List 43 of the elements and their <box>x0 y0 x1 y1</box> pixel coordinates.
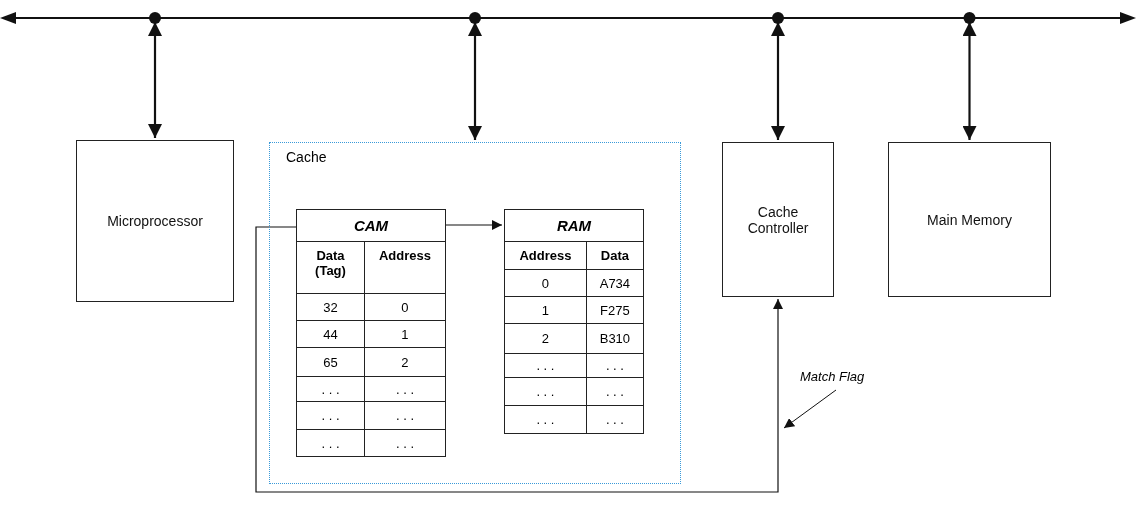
table-cell: . . . <box>296 401 365 430</box>
table-cell: 1 <box>364 320 446 348</box>
arrow <box>771 22 785 140</box>
table-cell: . . . <box>504 353 587 378</box>
arrow <box>148 22 162 138</box>
table-cell: 2 <box>504 323 587 354</box>
table-cell: 0 <box>364 293 446 321</box>
table-cell: 44 <box>296 320 365 348</box>
column-header: Address <box>364 241 446 294</box>
column-header: Address <box>504 241 587 270</box>
table-cell: . . . <box>586 377 644 406</box>
table-cell: . . . <box>364 401 446 430</box>
table-title: CAM <box>296 209 446 241</box>
group-frame <box>269 142 681 484</box>
table-cell: 2 <box>364 347 446 377</box>
table-title: RAM <box>504 209 644 241</box>
table-cell: F275 <box>586 296 644 324</box>
process-box: Main Memory <box>888 142 1051 297</box>
process-box: Microprocessor <box>76 140 234 302</box>
table-cell: 1 <box>504 296 587 324</box>
arrow <box>468 22 482 140</box>
table-cell: . . . <box>296 429 365 457</box>
table-cell: . . . <box>364 376 446 402</box>
table-cell: A734 <box>586 269 644 297</box>
table-cell: . . . <box>586 353 644 378</box>
table-cell: . . . <box>364 429 446 457</box>
group-title: Cache <box>286 149 327 165</box>
table-cell: . . . <box>586 405 644 434</box>
arrow <box>255 226 783 493</box>
arrow <box>445 220 503 230</box>
process-box: Cache Controller <box>722 142 834 297</box>
table-cell: . . . <box>504 377 587 406</box>
leader-line <box>783 389 837 429</box>
annotation-text: Match Flag <box>800 369 880 387</box>
column-header: Data (Tag) <box>296 241 365 294</box>
column-header: Data <box>586 241 644 270</box>
table-cell: . . . <box>504 405 587 434</box>
table-cell: . . . <box>296 376 365 402</box>
table-cell: 32 <box>296 293 365 321</box>
table-cell: 65 <box>296 347 365 377</box>
table-cell: 0 <box>504 269 587 297</box>
table-cell: B310 <box>586 323 644 354</box>
arrow <box>962 22 977 140</box>
